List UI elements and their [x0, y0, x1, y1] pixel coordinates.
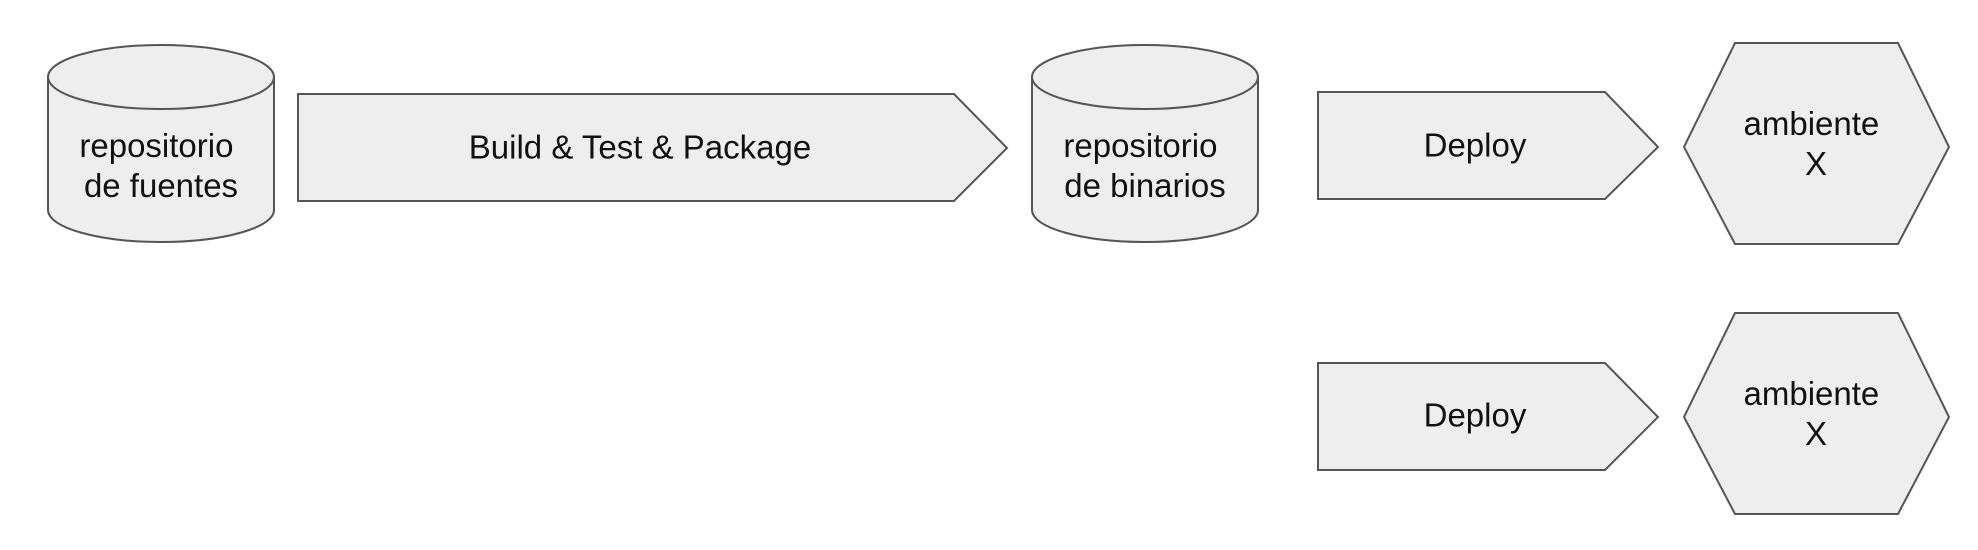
- source-repository-label-line2: de fuentes: [84, 167, 238, 204]
- environment-bottom-node: ambiente X: [1682, 312, 1951, 515]
- environment-top-label-line1: ambiente: [1744, 105, 1880, 142]
- environment-top-label-line2: X: [1805, 145, 1827, 182]
- source-repository-label: repositorio de fuentes: [79, 127, 242, 204]
- environment-bottom-hexagon: [1682, 312, 1951, 515]
- binary-repository-cylinder-top: [1031, 44, 1259, 110]
- deploy-top-arrow: [1317, 91, 1660, 200]
- source-repository-cylinder: [47, 77, 275, 243]
- deploy-top-node: Deploy: [1317, 91, 1660, 200]
- deploy-bottom-arrow: [1317, 362, 1660, 471]
- build-step-node: Build & Test & Package: [297, 93, 1009, 202]
- binary-repository-label: repositorio de binarios: [1063, 127, 1226, 204]
- deploy-top-label: Deploy: [1424, 127, 1527, 164]
- environment-bottom-label-line2: X: [1805, 415, 1827, 452]
- source-repository-label-line1: repositorio: [79, 127, 233, 164]
- binary-repository-node: repositorio de binarios: [1031, 44, 1259, 243]
- environment-top-label: ambiente X: [1744, 105, 1889, 182]
- environment-top-hexagon: [1682, 42, 1951, 245]
- environment-top-node: ambiente X: [1682, 42, 1951, 245]
- build-step-arrow: [297, 93, 1009, 202]
- source-repository-cylinder-top: [47, 44, 275, 110]
- environment-bottom-label-line1: ambiente: [1744, 375, 1880, 412]
- environment-bottom-label: ambiente X: [1744, 375, 1889, 452]
- deploy-bottom-label: Deploy: [1424, 397, 1527, 434]
- source-repository-node: repositorio de fuentes: [47, 44, 275, 243]
- binary-repository-label-line2: de binarios: [1064, 167, 1225, 204]
- deploy-bottom-node: Deploy: [1317, 362, 1660, 471]
- build-step-label: Build & Test & Package: [469, 129, 811, 166]
- binary-repository-label-line1: repositorio: [1063, 127, 1217, 164]
- binary-repository-cylinder: [1031, 77, 1259, 243]
